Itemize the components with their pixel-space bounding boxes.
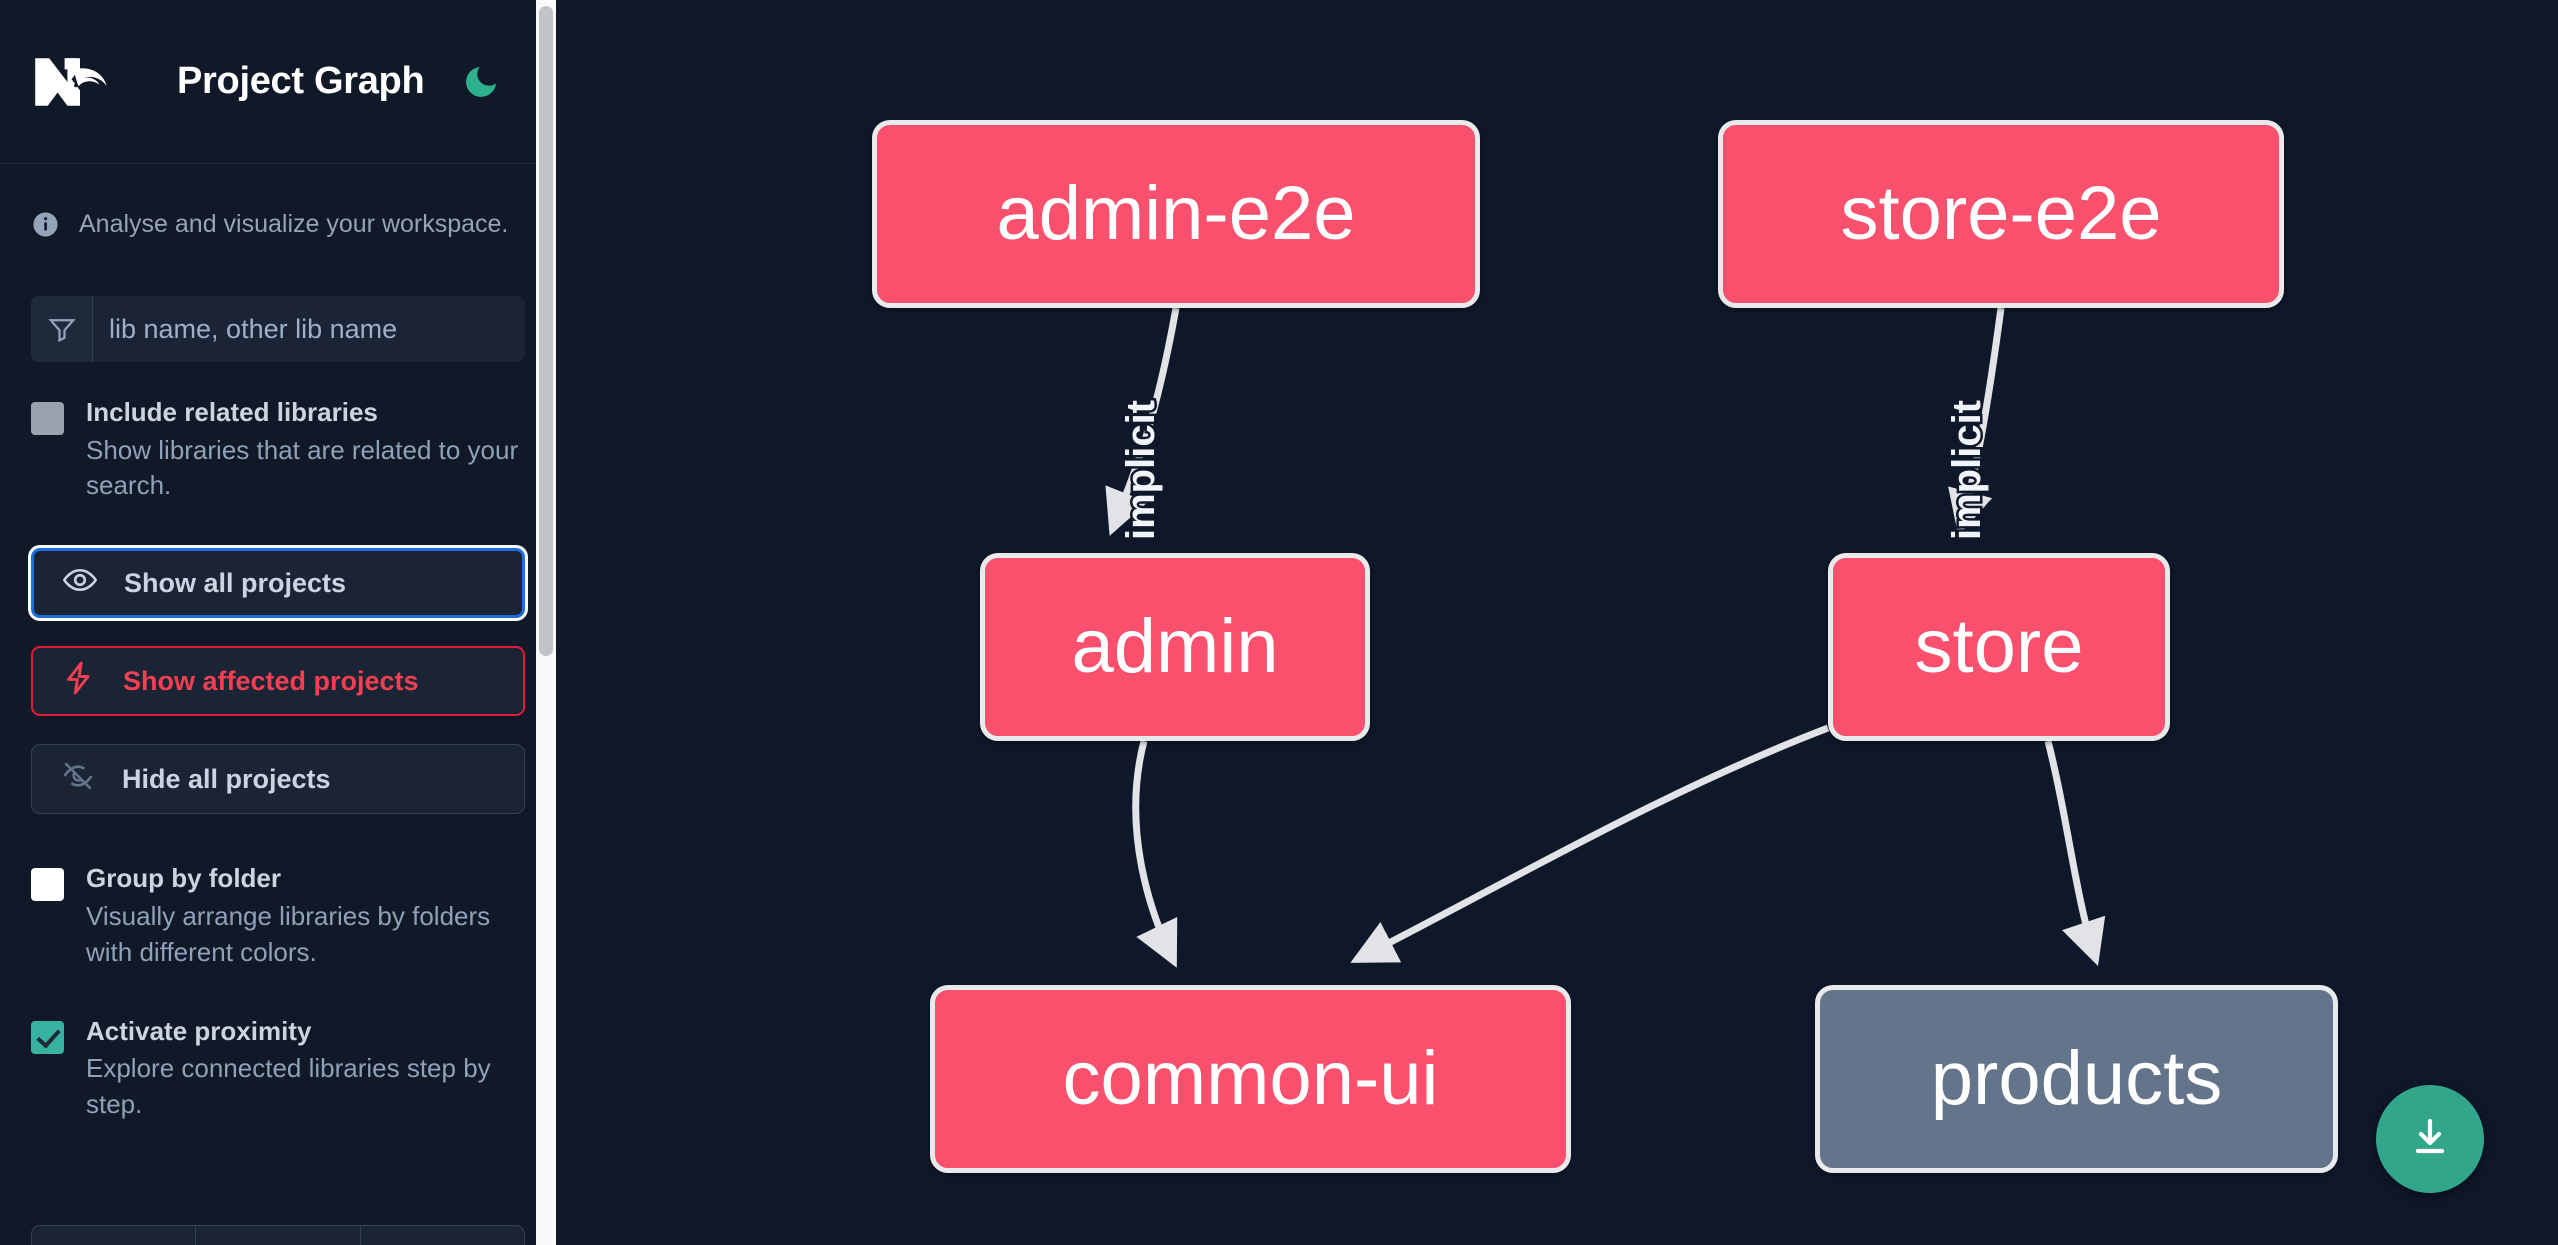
graph-node-label: common-ui	[1062, 1036, 1439, 1121]
hide-all-projects-label: Hide all projects	[122, 763, 331, 794]
include-related-libraries-label: Include related libraries	[86, 397, 378, 427]
graph-node-store[interactable]: store	[1828, 553, 2170, 741]
download-graph-button[interactable]	[2376, 1085, 2484, 1193]
graph-node-store-e2e[interactable]: store-e2e	[1718, 120, 2284, 308]
activate-proximity-checkbox[interactable]	[31, 1020, 64, 1054]
group-by-folder-label: Group by folder	[86, 863, 281, 894]
proximity-step-decrease[interactable]	[32, 1226, 197, 1245]
edge-label-implicit-admin: implicit	[1119, 400, 1163, 540]
nx-logo-icon	[31, 54, 115, 110]
sidebar-scrollbar-thumb[interactable]	[539, 6, 553, 656]
edge-store-common-ui	[1350, 724, 1830, 964]
eye-off-icon	[60, 758, 96, 801]
search-input[interactable]	[93, 296, 525, 362]
edge-labels: implicit implicit	[1117, 397, 1992, 542]
sidebar: Project Graph Analyse and visualize your…	[0, 0, 556, 1245]
graph-node-label: products	[1930, 1036, 2223, 1121]
show-all-projects-button[interactable]: Show all projects	[31, 548, 525, 619]
eye-icon	[62, 562, 98, 605]
moon-icon[interactable]	[458, 59, 504, 105]
activate-proximity-description: Explore connected libraries step by step…	[86, 1053, 491, 1119]
activate-proximity-label: Activate proximity	[86, 1015, 312, 1046]
graph-node-label: admin	[1071, 604, 1279, 689]
proximity-step-increase[interactable]	[361, 1226, 524, 1245]
sidebar-header: Project Graph	[0, 0, 556, 164]
graph-node-common-ui[interactable]: common-ui	[930, 985, 1571, 1173]
sidebar-blurb-text: Analyse and visualize your workspace.	[79, 210, 509, 238]
sidebar-blurb: Analyse and visualize your workspace.	[0, 164, 556, 239]
show-all-projects-label: Show all projects	[124, 567, 347, 598]
graph-node-products[interactable]: products	[1815, 985, 2338, 1173]
graph-node-admin[interactable]: admin	[980, 553, 1370, 741]
option-group-by-folder[interactable]: Group by folder Visually arrange librari…	[31, 862, 525, 970]
graph-node-label: store	[1914, 604, 2084, 689]
graph-node-label: admin-e2e	[996, 171, 1356, 256]
search-field[interactable]	[31, 296, 525, 362]
proximity-stepper-group[interactable]	[31, 1225, 525, 1245]
proximity-step-value[interactable]	[196, 1226, 361, 1245]
include-related-libraries-description: Show libraries that are related to your …	[86, 434, 519, 501]
edge-admin-common-ui	[1132, 740, 1178, 968]
graph-canvas[interactable]: implicit implicit admin-e2e store-e2e ad…	[556, 0, 2558, 1245]
group-by-folder-description: Visually arrange libraries by folders wi…	[86, 900, 491, 967]
lightning-bolt-icon	[61, 660, 97, 703]
option-activate-proximity[interactable]: Activate proximity Explore connected lib…	[31, 1015, 525, 1123]
show-affected-projects-button[interactable]: Show affected projects	[31, 646, 525, 717]
sidebar-scrollbar[interactable]	[536, 0, 556, 1245]
edge-store-products	[2044, 740, 2106, 967]
include-related-libraries-checkbox[interactable]	[31, 402, 64, 435]
hide-all-projects-button[interactable]: Hide all projects	[31, 744, 525, 815]
filter-icon	[31, 296, 93, 362]
group-by-folder-checkbox[interactable]	[31, 868, 64, 902]
page-title: Project Graph	[177, 60, 425, 102]
info-icon	[31, 210, 60, 239]
download-icon	[2406, 1113, 2454, 1166]
show-affected-projects-label: Show affected projects	[123, 665, 419, 696]
edge-store-e2e-store	[1948, 307, 2005, 537]
option-include-related-libraries[interactable]: Include related libraries Show libraries…	[31, 396, 525, 504]
edge-label-implicit-store: implicit	[1945, 400, 1989, 540]
graph-edges: implicit implicit	[1105, 307, 2106, 968]
graph-node-label: store-e2e	[1840, 171, 2162, 256]
edge-admin-e2e-admin	[1105, 307, 1180, 536]
graph-node-admin-e2e[interactable]: admin-e2e	[872, 120, 1480, 308]
